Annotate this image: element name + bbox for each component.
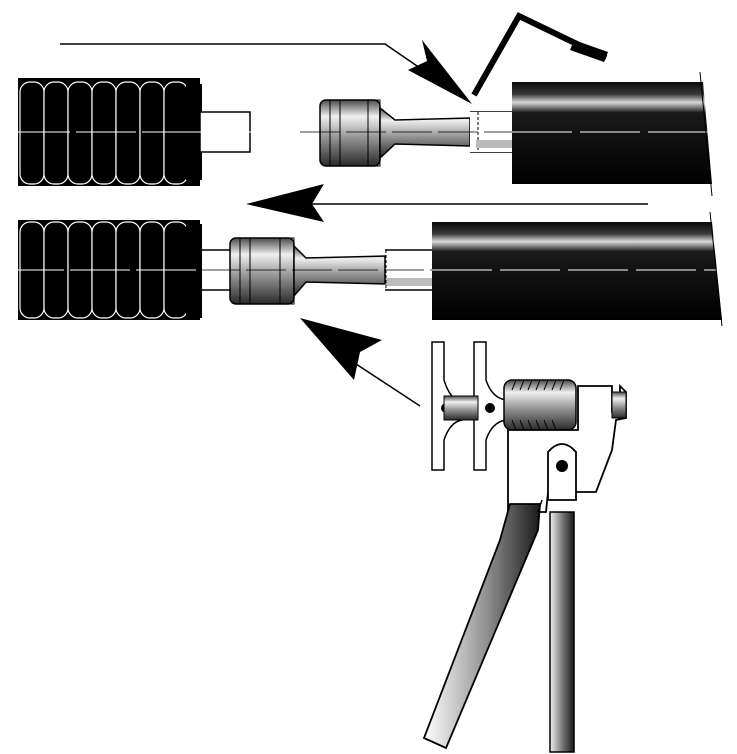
corrugated-pipe <box>10 78 260 186</box>
sleeve-fitting <box>200 237 432 305</box>
arrow-left <box>246 184 648 222</box>
moving-handle <box>422 503 541 750</box>
step-insert-fitting <box>10 12 713 222</box>
sleeve-fitting <box>300 99 512 167</box>
pivot-pin <box>556 460 568 472</box>
plastic-pipe <box>512 71 713 197</box>
press-tool <box>422 341 627 753</box>
threaded-spindle <box>503 379 577 431</box>
plastic-pipe <box>432 211 723 327</box>
step-press-sleeve <box>4 211 723 407</box>
pointer-line <box>60 43 421 69</box>
fixed-handle <box>549 511 575 753</box>
arrow-down-right <box>408 40 472 104</box>
arrow-up-left <box>300 318 421 407</box>
corrugated-pipe <box>4 220 230 320</box>
